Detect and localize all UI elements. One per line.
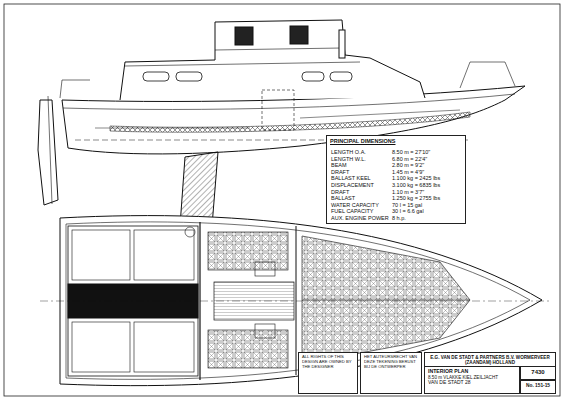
dimension-value: 1.10 m = 3'7" bbox=[392, 189, 424, 195]
dimension-name: WATER CAPACITY bbox=[331, 202, 379, 208]
dimension-name: BEAM bbox=[331, 162, 347, 168]
heading-text: No. 151-15 bbox=[524, 383, 552, 389]
firm-box: E.G. VAN DE STADT & PARTNERS B.V. WORMER… bbox=[424, 352, 556, 367]
dimension-name: LENGTH W.L. bbox=[331, 156, 366, 162]
dimension-value: 1.100 kg = 2425 lbs bbox=[392, 175, 440, 181]
heading-text: INTERIOR PLAN bbox=[428, 369, 516, 375]
note-box: ALL RIGHTS OF THIS DESIGN ARE OWNED BY T… bbox=[298, 352, 358, 394]
dimension-value: 3.100 kg = 6835 lbs bbox=[392, 182, 440, 188]
dimension-name: DRAFT bbox=[331, 189, 349, 195]
dimension-value: 1.250 kg = 2755 lbs bbox=[392, 195, 440, 201]
dimension-value: 30 l = 6.6 gal bbox=[392, 208, 424, 214]
heading-text: PRINCIPAL DIMENSIONS bbox=[330, 138, 462, 144]
dimension-value: 1.45 m = 4'9" bbox=[392, 169, 424, 175]
dimension-name: AUX. ENGINE POWER bbox=[331, 215, 389, 221]
heading-text: E.G. VAN DE STADT & PARTNERS B.V. WORMER… bbox=[428, 355, 552, 366]
title-box: INTERIOR PLAN8.50 m VLAKKE KIEL ZEILJACH… bbox=[424, 366, 520, 394]
dimension-name: DISPLACEMENT bbox=[331, 182, 374, 188]
heading-text: ALL RIGHTS OF THIS DESIGN ARE OWNED BY T… bbox=[302, 355, 354, 369]
sheet-number: No. 151-15 bbox=[520, 380, 556, 394]
dimension-value: 8.50 m = 27'10" bbox=[392, 149, 430, 155]
dimension-name: DRAFT bbox=[331, 169, 349, 175]
note-box: HET AUTEURSRECHT VAN DEZE TEKENING BERUS… bbox=[360, 352, 422, 394]
heading-text: 7430 bbox=[524, 369, 552, 376]
dimension-value: 8 h.p. bbox=[392, 215, 406, 221]
heading-text: HET AUTEURSRECHT VAN DEZE TEKENING BERUS… bbox=[364, 355, 418, 369]
dimension-value: 2.80 m = 9'2" bbox=[392, 162, 424, 168]
dimension-value: 6.80 m = 22'4" bbox=[392, 156, 427, 162]
dimension-name: BALLAST bbox=[331, 195, 355, 201]
dimension-name: BALLAST KEEL bbox=[331, 175, 371, 181]
dimension-value: 70 l = 15 gal bbox=[392, 202, 422, 208]
design-number: 7430 bbox=[520, 366, 556, 380]
dimension-name: LENGTH O.A. bbox=[331, 149, 366, 155]
dimension-name: FUEL CAPACITY bbox=[331, 208, 373, 214]
body-text: VAN DE STADT 28 bbox=[428, 380, 516, 386]
